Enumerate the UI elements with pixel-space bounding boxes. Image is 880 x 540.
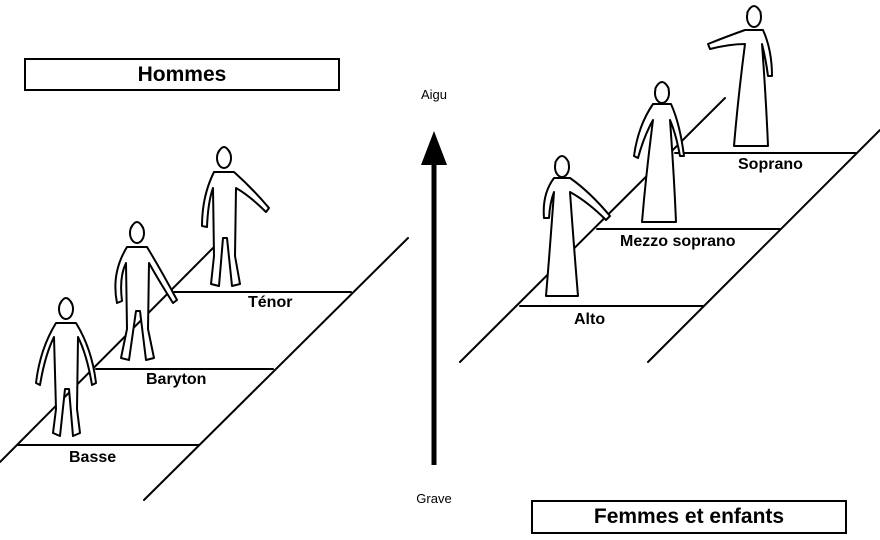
men-staircase (0, 237, 409, 501)
pitch-arrow (421, 131, 447, 465)
voice-label-mezzo-soprano: Mezzo soprano (620, 233, 736, 250)
men-stair-rail-left (0, 247, 214, 463)
men-title: Hommes (137, 62, 227, 86)
man-figure-basse (35, 297, 97, 437)
voice-label-alto: Alto (574, 311, 606, 328)
axis-label-aigu: Aigu (420, 87, 448, 102)
man-figure-baryton (114, 221, 178, 361)
voice-label-basse: Basse (69, 449, 117, 466)
pitch-arrow-head (421, 131, 447, 165)
voice-label-baryton: Baryton (146, 371, 207, 388)
woman-figure-mezzo-soprano (633, 81, 685, 223)
axis-label-grave: Grave (416, 491, 452, 506)
women-title-box: Femmes et enfants (531, 500, 847, 534)
men-stair-rail-right (143, 237, 409, 501)
women-stair-rail-right (647, 129, 880, 363)
woman-figure-alto (542, 155, 611, 297)
voice-label-soprano: Soprano (738, 156, 803, 173)
man-figure-tenor (201, 146, 270, 287)
voice-label-tenor: Ténor (248, 294, 293, 311)
women-title: Femmes et enfants (593, 505, 785, 528)
woman-figure-soprano (707, 5, 773, 147)
men-title-box: Hommes (24, 58, 340, 91)
